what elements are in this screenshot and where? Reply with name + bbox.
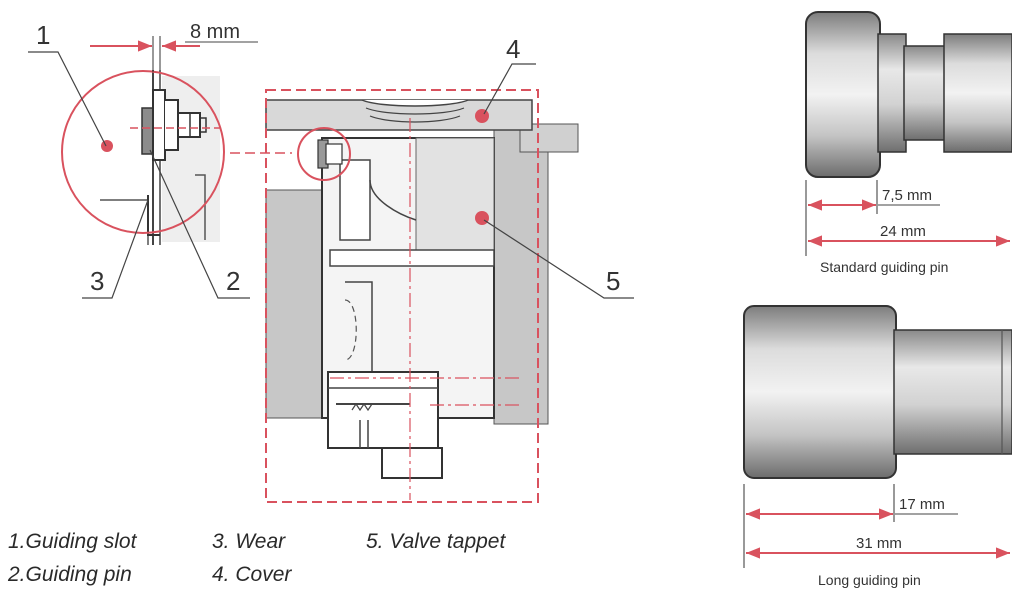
standard-pin-head	[805, 11, 881, 178]
long-pin-head	[743, 305, 897, 479]
long-pin: 17 mm 31 mm Long guiding pin	[743, 305, 1012, 588]
callout-4: 4	[506, 34, 520, 64]
legend-item-5: 5. Valve tappet	[366, 530, 506, 553]
standard-pin-short-dim: 7,5 mm	[882, 187, 932, 204]
legend-item-4: 4. Cover	[212, 563, 292, 586]
section-frame	[265, 89, 539, 503]
standard-pin-total-dim: 24 mm	[880, 223, 926, 240]
slot-width-label: 8 mm	[190, 21, 240, 43]
detail-circle	[61, 70, 225, 234]
callout-5: 5	[606, 266, 620, 296]
standard-pin-caption: Standard guiding pin	[820, 259, 948, 275]
legend-item-3: 3. Wear	[212, 530, 286, 553]
legend-item-2: 2.Guiding pin	[8, 563, 132, 586]
callout-3: 3	[90, 266, 104, 296]
legend-item-1: 1.Guiding slot	[8, 530, 137, 553]
cover-marker-dot	[475, 109, 489, 123]
long-pin-caption: Long guiding pin	[818, 572, 921, 588]
long-pin-total-dim: 31 mm	[856, 535, 902, 552]
standard-pin: 7,5 mm 24 mm Standard guiding pin	[805, 11, 1012, 275]
tappet-marker-dot	[475, 211, 489, 225]
slot-marker-dot	[101, 140, 113, 152]
assembly-section: 4 5	[265, 34, 634, 503]
callout-2: 2	[226, 266, 240, 296]
long-pin-short-dim: 17 mm	[899, 496, 945, 513]
detail-circle-small	[297, 127, 351, 181]
callout-1: 1	[36, 20, 50, 50]
detail-view: 8 mm 1 2 3	[28, 20, 292, 299]
